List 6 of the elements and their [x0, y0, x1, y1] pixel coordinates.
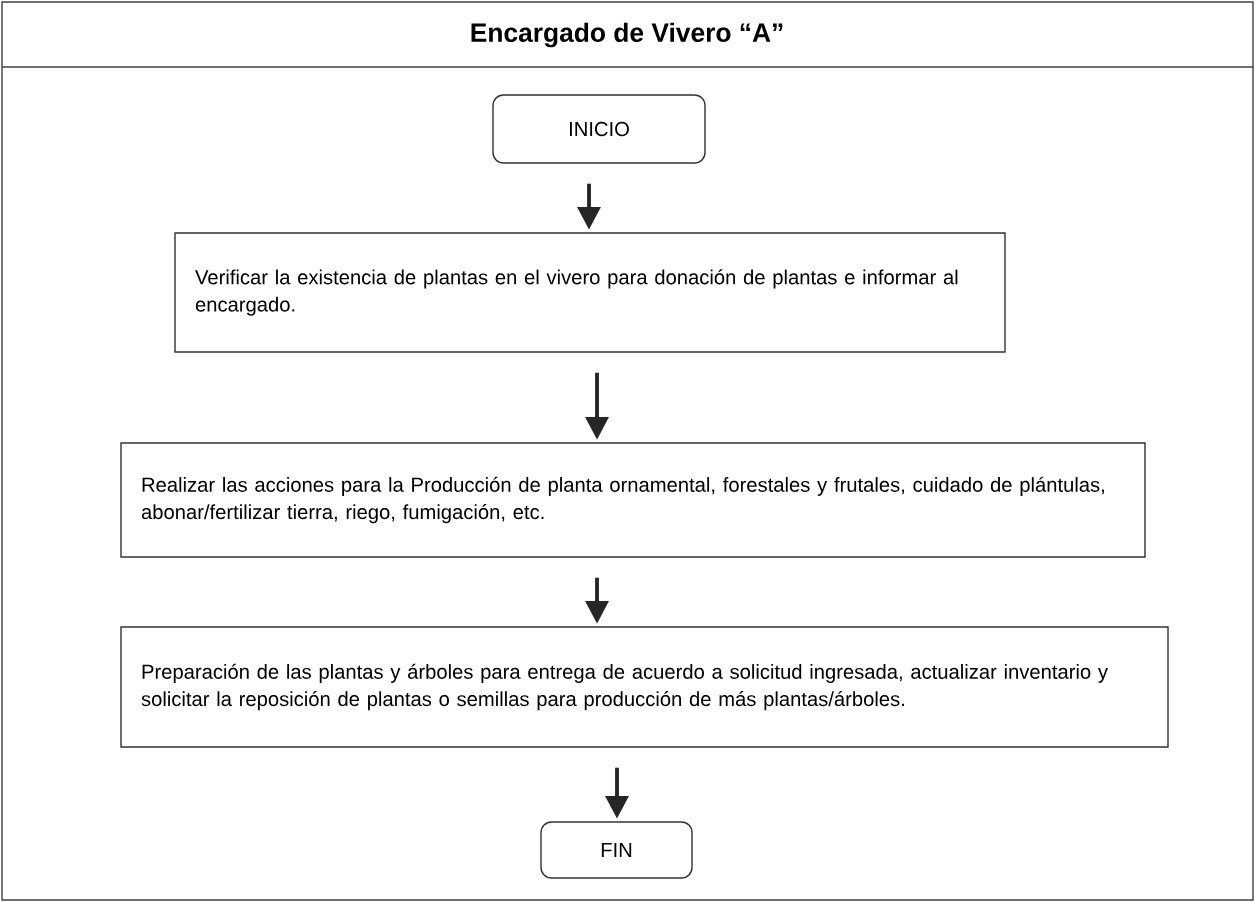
process-box: Preparación de las plantas y árboles para entrega de acuerdo a solicitud ingresada, actualizar inventario y solicitar la reposición de plantas o semillas para producción de más plantas/árboles. — [120, 626, 1169, 748]
terminal-box: INICIO — [492, 94, 706, 164]
process-box: Realizar las acciones para la Producción de planta ornamental, forestales y frutales, cuidado de plántulas, abonar/fertilizar tierra, riego, fumigación, etc. — [120, 442, 1146, 558]
lane-title: Encargado de Vivero “A” — [471, 22, 783, 48]
terminal-box: FIN — [540, 821, 693, 879]
process-box: Verificar la existencia de plantas en el vivero para donación de plantas e informar al encargado. — [174, 232, 1006, 353]
